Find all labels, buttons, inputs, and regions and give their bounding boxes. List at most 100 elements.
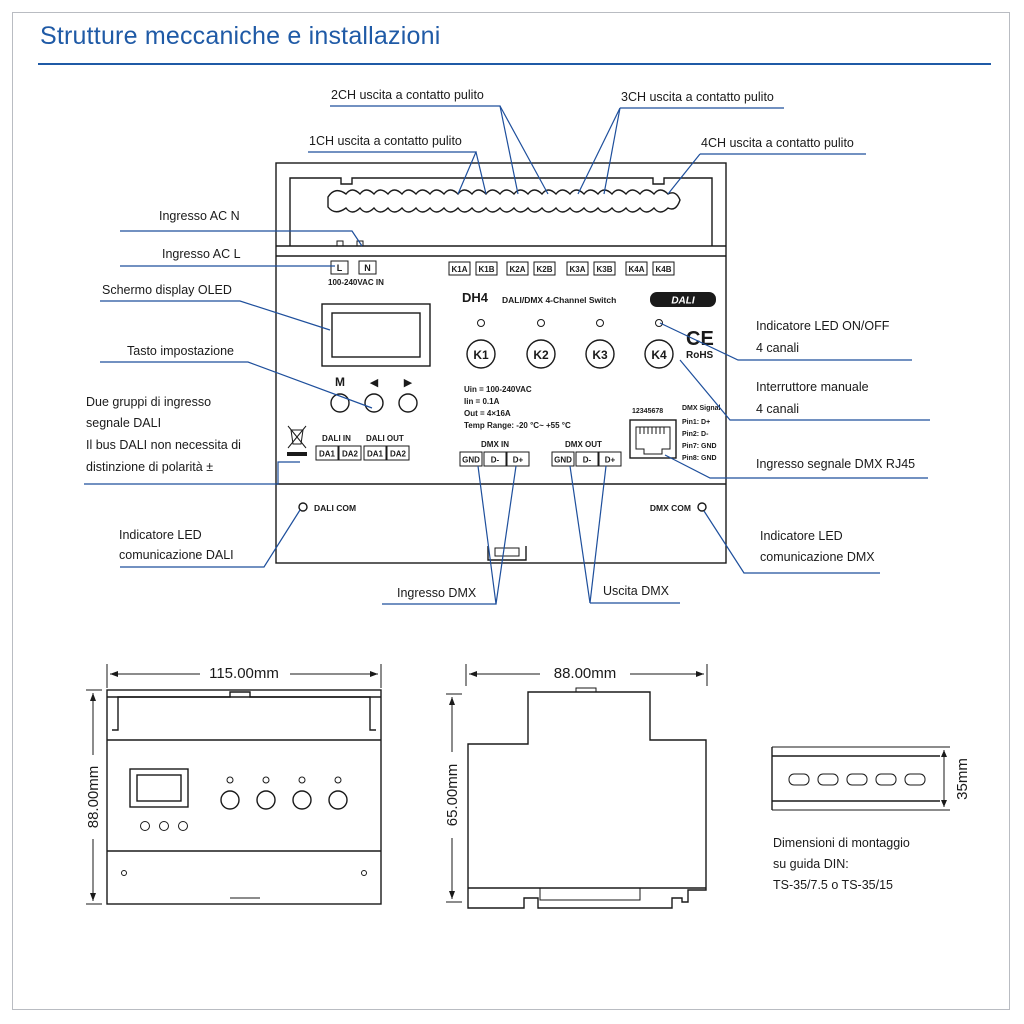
manual-switch-label: K1	[473, 348, 489, 362]
relay-terminal-k2a	[506, 261, 529, 276]
relay-terminal-k3a	[566, 261, 589, 276]
callout-ac-l: Ingresso AC L	[162, 247, 241, 261]
front-height-dim: 88.00mm	[85, 766, 102, 829]
relay-terminal-k4a	[625, 261, 648, 276]
dmx-signal-title: DMX Signal	[682, 405, 721, 412]
relay-terminal-label: K2A	[509, 265, 525, 274]
manual-switch-label: K4	[651, 348, 667, 362]
relay-terminal-k1b	[475, 261, 498, 276]
relay-terminal-label: K1B	[478, 265, 494, 274]
dmx-in-title: DMX IN	[481, 440, 509, 449]
side-height-dim: 65.00mm	[444, 764, 461, 827]
dali-terminal	[386, 445, 410, 461]
callout-dali-groups-2: segnale DALI	[86, 416, 161, 430]
manual-switch-k1[interactable]	[466, 339, 496, 369]
oled-screen	[331, 312, 421, 358]
callout-manual-switch-2: 4 canali	[756, 402, 799, 416]
side-view-drawing: 88.00mm 65.00mm	[440, 662, 708, 909]
callout-manual-switch-1: Interruttore manuale	[756, 380, 869, 394]
page-title: Strutture meccaniche e installazioni	[40, 22, 441, 50]
callout-ch4: 4CH uscita a contatto pulito	[701, 136, 854, 150]
callout-ch1: 1CH uscita a contatto pulito	[309, 134, 462, 148]
relay-terminal-k4b	[652, 261, 675, 276]
dmx-out-title: DMX OUT	[565, 440, 602, 449]
dmx-terminal-label: GND	[462, 456, 480, 465]
callout-dmx-led-2: comunicazione DMX	[760, 550, 875, 564]
din-rail-drawing: 35mm Dimensioni di montaggio su guida DI…	[771, 746, 971, 892]
dali-terminal	[363, 445, 387, 461]
dmx-terminal	[459, 451, 483, 467]
dmx-terminal-label: D-	[583, 456, 592, 465]
model-name: DH4	[462, 290, 489, 305]
callout-led-onoff-2: 4 canali	[756, 341, 799, 355]
callout-ch3: 3CH uscita a contatto pulito	[621, 90, 774, 104]
dali-terminal	[338, 445, 362, 461]
dali-com-label: DALI COM	[314, 503, 356, 513]
led-k1	[477, 319, 485, 327]
dali-out-title: DALI OUT	[366, 434, 404, 443]
device-housing	[275, 162, 727, 564]
dmx-com-led	[697, 502, 707, 512]
rail-height-dim: 35mm	[954, 758, 971, 800]
callout-dali-groups-4: distinzione di polarità ±	[86, 460, 213, 474]
relay-terminal-label: K2B	[536, 265, 552, 274]
terminal-N	[358, 260, 377, 275]
key-right-button[interactable]	[398, 393, 418, 413]
svg-text:DALI: DALI	[671, 296, 695, 307]
callout-dali-led-2: comunicazione DALI	[119, 548, 234, 562]
dali-terminal-label: DA1	[319, 450, 336, 459]
rail-note-3: TS-35/7.5 o TS-35/15	[773, 878, 893, 892]
dali-in-title: DALI IN	[322, 434, 351, 443]
callout-led-onoff-1: Indicatore LED ON/OFF	[756, 319, 890, 333]
manual-switch-k2[interactable]	[526, 339, 556, 369]
dmx-terminal	[551, 451, 575, 467]
dali-terminal-label: DA2	[342, 450, 359, 459]
callout-ch2: 2CH uscita a contatto pulito	[331, 88, 484, 102]
rail-note-2: su guida DIN:	[773, 857, 849, 871]
ac-rating-label: 100-240VAC IN	[328, 278, 384, 287]
callout-ac-n: Ingresso AC N	[159, 209, 240, 223]
spec-out: Out = 4×16A	[464, 409, 511, 418]
dali-terminal-label: DA1	[367, 450, 384, 459]
spec-iin: Iin = 0.1A	[464, 397, 500, 406]
spec-temp: Temp Range: -20 °C~ +55 °C	[464, 421, 571, 430]
led-k4	[655, 319, 663, 327]
rj45-port	[629, 419, 677, 459]
side-width-dim: 88.00mm	[554, 665, 617, 682]
pin8-label: Pin8: GND	[682, 455, 717, 462]
terminal-block	[327, 189, 681, 213]
manual-switch-k3[interactable]	[585, 339, 615, 369]
relay-terminal-label: K1A	[451, 265, 467, 274]
callout-dmx-led-1: Indicatore LED	[760, 529, 843, 543]
relay-terminal-label: K4B	[655, 265, 671, 274]
relay-terminal-label: K4A	[628, 265, 644, 274]
key-m-button[interactable]	[330, 393, 350, 413]
front-width-dim: 115.00mm	[209, 665, 279, 682]
weee-bin-icon	[287, 425, 307, 456]
manual-switch-k4[interactable]	[644, 339, 674, 369]
dali-logo	[650, 292, 716, 307]
callout-leaders	[84, 105, 930, 605]
key-left-button[interactable]	[364, 393, 384, 413]
key-m-label: M	[335, 375, 345, 389]
relay-terminal-k3b	[593, 261, 616, 276]
dmx-terminal-label: D+	[513, 456, 524, 465]
rail-note-1: Dimensioni di montaggio	[773, 836, 910, 850]
callout-setting-key: Tasto impostazione	[127, 344, 234, 358]
title-rule	[38, 63, 991, 65]
relay-terminal-label: K3A	[569, 265, 585, 274]
rj45-pin-numbers: 12345678	[632, 408, 663, 415]
terminal-L	[330, 260, 349, 275]
relay-terminal-k1a	[448, 261, 471, 276]
dali-com-led	[298, 502, 308, 512]
manual-switch-label: K3	[592, 348, 608, 362]
callout-dmx-out: Uscita DMX	[603, 584, 670, 598]
dali-terminal	[315, 445, 339, 461]
spec-uin: Uin = 100-240VAC	[464, 385, 532, 394]
